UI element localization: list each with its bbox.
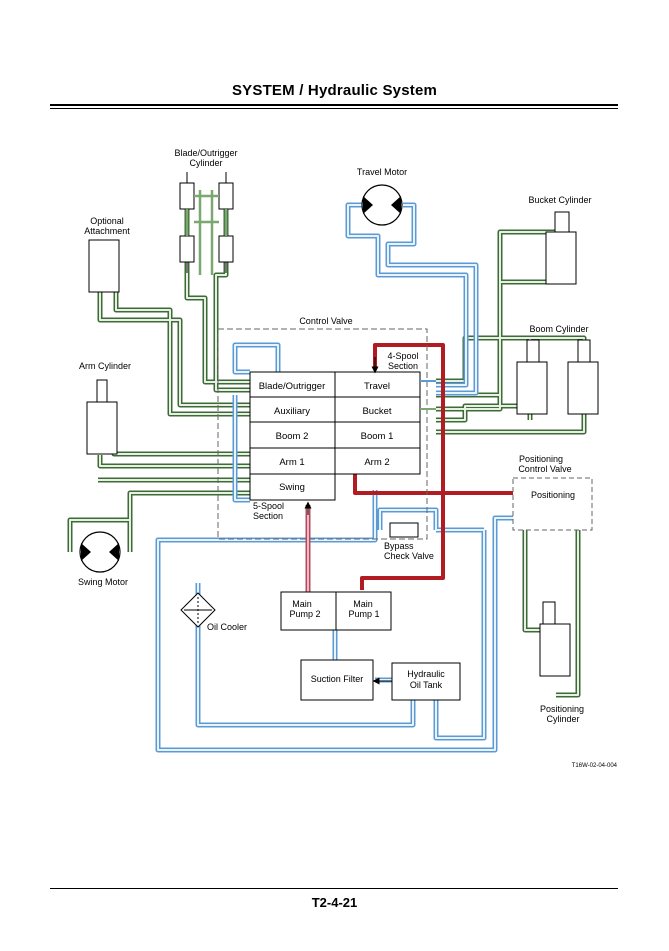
travel-motor: [361, 184, 403, 226]
label-five-spool-1: 5-Spool: [253, 501, 284, 511]
pressure-lines: [353, 343, 513, 590]
label-four-spool-1: 4-Spool: [387, 351, 418, 361]
spool-boom-2: Boom 2: [276, 431, 309, 442]
page-title: SYSTEM / Hydraulic System: [231, 82, 438, 99]
boom-cylinders: [516, 339, 599, 415]
label-suction-filter: Suction Filter: [311, 674, 364, 684]
label-four-spool-2: Section: [388, 361, 418, 371]
oil-cooler: [180, 592, 216, 628]
label-boom-cylinder: Boom Cylinder: [529, 324, 588, 334]
label-pump2-2: Pump 2: [289, 609, 320, 619]
footer-rule: [50, 888, 618, 889]
hydraulic-oil-tank: [391, 662, 461, 701]
label-five-spool-2: Section: [253, 511, 283, 521]
label-positioning-cyl-2: Cylinder: [546, 714, 579, 724]
spool-blade-outrigger: Blade/Outrigger: [259, 381, 326, 392]
label-tank-2: Oil Tank: [410, 680, 443, 690]
spool-swing: Swing: [279, 482, 305, 493]
header-rule: [50, 104, 618, 106]
four-spool-section: Travel Bucket Boom 1 Arm 2: [334, 371, 421, 475]
spool-bucket: Bucket: [362, 406, 391, 417]
positioning-cylinder: [539, 601, 571, 677]
label-bypass-1: Bypass: [384, 541, 414, 551]
spool-travel: Travel: [364, 381, 390, 392]
label-oil-cooler: Oil Cooler: [207, 622, 247, 632]
blade-cylinder-lines: [185, 190, 228, 275]
label-optional-1: Optional: [90, 216, 124, 226]
five-spool-section: Blade/Outrigger Auxiliary Boom 2 Arm 1 S…: [249, 371, 336, 501]
suction-filter: [300, 659, 374, 701]
blade-outrigger-cylinders: [179, 172, 234, 273]
label-control-valve: Control Valve: [299, 316, 352, 326]
swing-motor: [79, 531, 121, 573]
label-bypass-2: Check Valve: [384, 551, 434, 561]
label-pump2-1: Main: [292, 599, 312, 609]
optional-attachment: [88, 239, 120, 293]
spool-arm-2: Arm 2: [364, 457, 389, 468]
figure-code: T16W-02-04-004: [572, 763, 618, 769]
arm-cylinder: [86, 379, 118, 455]
spool-arm-1: Arm 1: [279, 457, 304, 468]
label-blade-cylinder-2: Cylinder: [189, 158, 222, 168]
label-positioning-cv-1: Positioning: [519, 454, 563, 464]
control-valve-outline: [217, 328, 428, 540]
header-rule-thin: [50, 108, 618, 109]
label-tank-1: Hydraulic: [407, 669, 445, 679]
label-positioning-cyl-1: Positioning: [540, 704, 584, 714]
label-travel-motor: Travel Motor: [357, 167, 407, 177]
spool-boom-1: Boom 1: [361, 431, 394, 442]
label-blade-cylinder-1: Blade/Outrigger: [174, 148, 237, 158]
label-optional-2: Attachment: [84, 226, 130, 236]
main-pumps: [280, 591, 392, 631]
spool-auxiliary: Auxiliary: [274, 406, 310, 417]
label-positioning-cv-2: Control Valve: [518, 464, 571, 474]
label-pump1-1: Main: [353, 599, 373, 609]
bucket-cylinder: [545, 211, 577, 285]
page-number: T2-4-21: [311, 895, 358, 910]
bypass-check-valve: [389, 522, 419, 538]
label-swing-motor: Swing Motor: [78, 577, 128, 587]
return-lines: [155, 202, 513, 753]
label-bucket-cylinder: Bucket Cylinder: [528, 195, 591, 205]
label-pump1-2: Pump 1: [348, 609, 379, 619]
positioning-control-valve: [512, 477, 593, 531]
label-arm-cylinder: Arm Cylinder: [79, 361, 131, 371]
label-positioning-box: Positioning: [531, 490, 575, 500]
